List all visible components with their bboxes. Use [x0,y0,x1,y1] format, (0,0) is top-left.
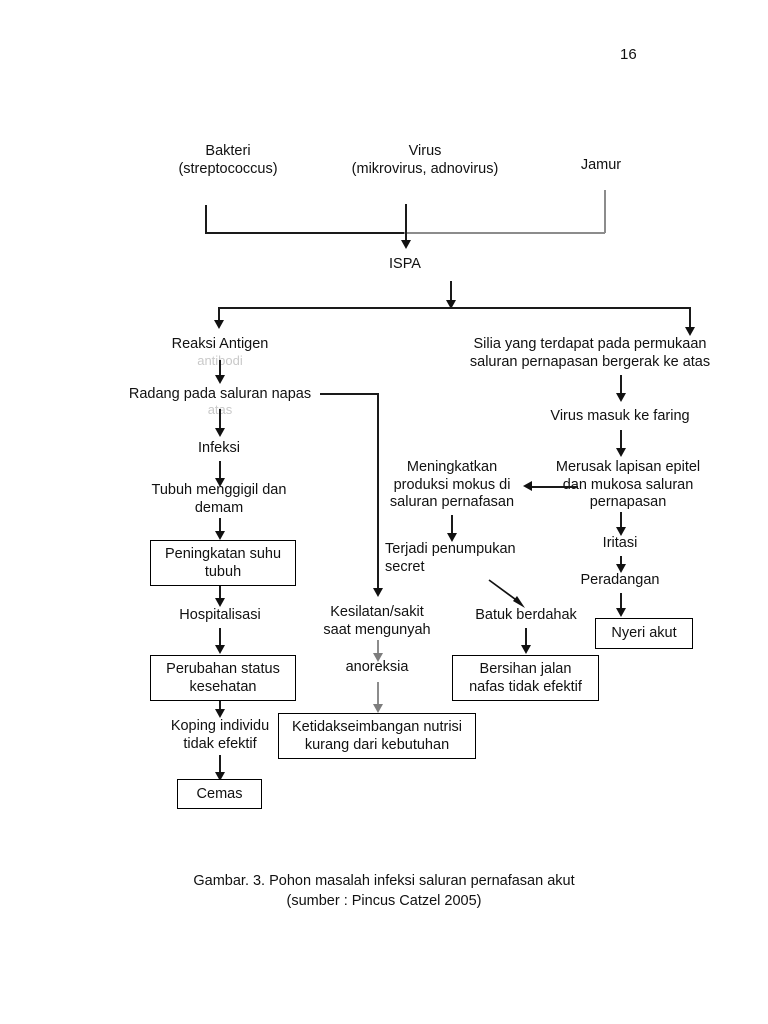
node-silia: Silia yang terdapat pada permukaan salur… [469,336,711,370]
node-peradangan: Peradangan [580,572,660,588]
arrowhead-cemas [215,772,225,781]
edge-merusak-iritasi [620,512,622,530]
box-cemas: Cemas [177,779,262,809]
box-bersihan-jalan-nafas: Bersihan jalan nafas tidak efektif [452,655,599,701]
arrowhead-hospitalisasi [215,598,225,607]
node-terjadi-penumpukan: Terjadi penumpukan secret [385,541,516,575]
edge-antigen-radang [219,360,221,378]
node-tubuh-menggigil: Tubuh menggigil dan demam [151,482,287,516]
node-virus-faring: Virus masuk ke faring [550,408,690,424]
node-bakteri: Bakteri (streptococcus) [178,143,278,177]
node-iritasi: Iritasi [602,535,638,551]
arrowhead-anoreksia [373,653,383,662]
edge-ispa-left-drop [218,307,220,322]
arrowhead-kesilatan [373,588,383,597]
edge-infeksi-menggigil [219,461,221,481]
arrowhead-ispa-stem [446,300,456,309]
edge-iritasi-peradangan [620,556,622,568]
edge-kesilatan-anoreksia [377,640,379,658]
edge-perubahan-koping [219,701,221,713]
node-ispa: ISPA [389,256,421,272]
edge-faring-merusak [620,430,622,452]
edge-batuk-bersihan [525,628,527,648]
node-virus: Virus (mikrovirus, adnovirus) [351,143,499,177]
edge-virus-down [405,204,407,244]
arrowhead-peningkatan-suhu [215,531,225,540]
arrowhead-to-ispa [401,240,411,249]
edge-penumpukan-batuk [487,578,529,610]
box-peningkatan-suhu: Peningkatan suhu tubuh [150,540,296,586]
arrowhead-radang [215,375,225,384]
page-number: 16 [620,46,637,63]
arrowhead-menggigil [215,478,225,487]
box-nyeri-akut: Nyeri akut [595,618,693,649]
edge-radang-down-long [377,393,379,591]
figure-caption: Gambar. 3. Pohon masalah infeksi saluran… [193,873,575,909]
edge-ispa-right-drop [689,307,691,329]
arrowhead-nutrisi [373,704,383,713]
node-jamur: Jamur [580,157,622,173]
box-ketidakseimbangan-nutrisi: Ketidakseimbangan nutrisi kurang dari ke… [278,713,476,759]
edge-suhu-hospitalisasi [219,586,221,601]
arrowhead-virus-faring [616,393,626,402]
arrowhead-perubahan-status [215,645,225,654]
edge-bakteri-down [205,205,207,233]
node-meningkatkan-mokus: Meningkatkan produksi mokus di saluran p… [389,459,515,511]
arrowhead-koping [215,709,225,718]
box-perubahan-status: Perubahan status kesehatan [150,655,296,701]
edge-merusak-to-mokus [531,486,578,488]
edge-mokus-penumpukan [451,515,453,537]
node-anoreksia: anoreksia [345,659,409,675]
edge-ispa-stem [450,281,452,307]
node-merusak-epitel: Merusak lapisan epitel dan mukosa salura… [555,459,701,511]
edge-radang-infeksi [219,409,221,431]
edge-peradangan-nyeri [620,593,622,611]
node-reaksi-antigen: Reaksi Antigen [171,336,269,352]
node-radang-saluran-napas: Radang pada saluran napas [128,386,312,402]
arrowhead-penumpukan [447,533,457,542]
node-hospitalisasi: Hospitalisasi [179,607,261,623]
edge-source-bus-right [404,232,605,234]
node-kesilatan-sakit: Kesilatan/sakit saat mengunyah [323,604,431,638]
arrowhead-merusak-epitel [616,448,626,457]
edge-jamur-down [604,190,606,233]
edge-menggigil-suhu [219,518,221,536]
arrowhead-infeksi [215,428,225,437]
node-koping-individu: Koping individu tidak efektif [170,718,270,752]
arrowhead-reaksi-antigen [214,320,224,329]
edge-ispa-bus [218,307,690,309]
edge-silia-faring [620,375,622,397]
arrowhead-bersihan [521,645,531,654]
edge-hospitalisasi-perubahan [219,628,221,648]
edge-radang-right [320,393,379,395]
edge-source-bus-left [205,232,405,234]
arrowhead-silia [685,327,695,336]
node-batuk-berdahak: Batuk berdahak [475,607,577,623]
arrowhead-nyeri-akut [616,608,626,617]
node-infeksi: Infeksi [198,440,240,456]
edge-anoreksia-nutrisi [377,682,379,707]
arrowhead-mokus-left [523,481,532,491]
arrowhead-peradangan [616,564,626,573]
edge-koping-cemas [219,755,221,775]
arrowhead-iritasi [616,527,626,536]
